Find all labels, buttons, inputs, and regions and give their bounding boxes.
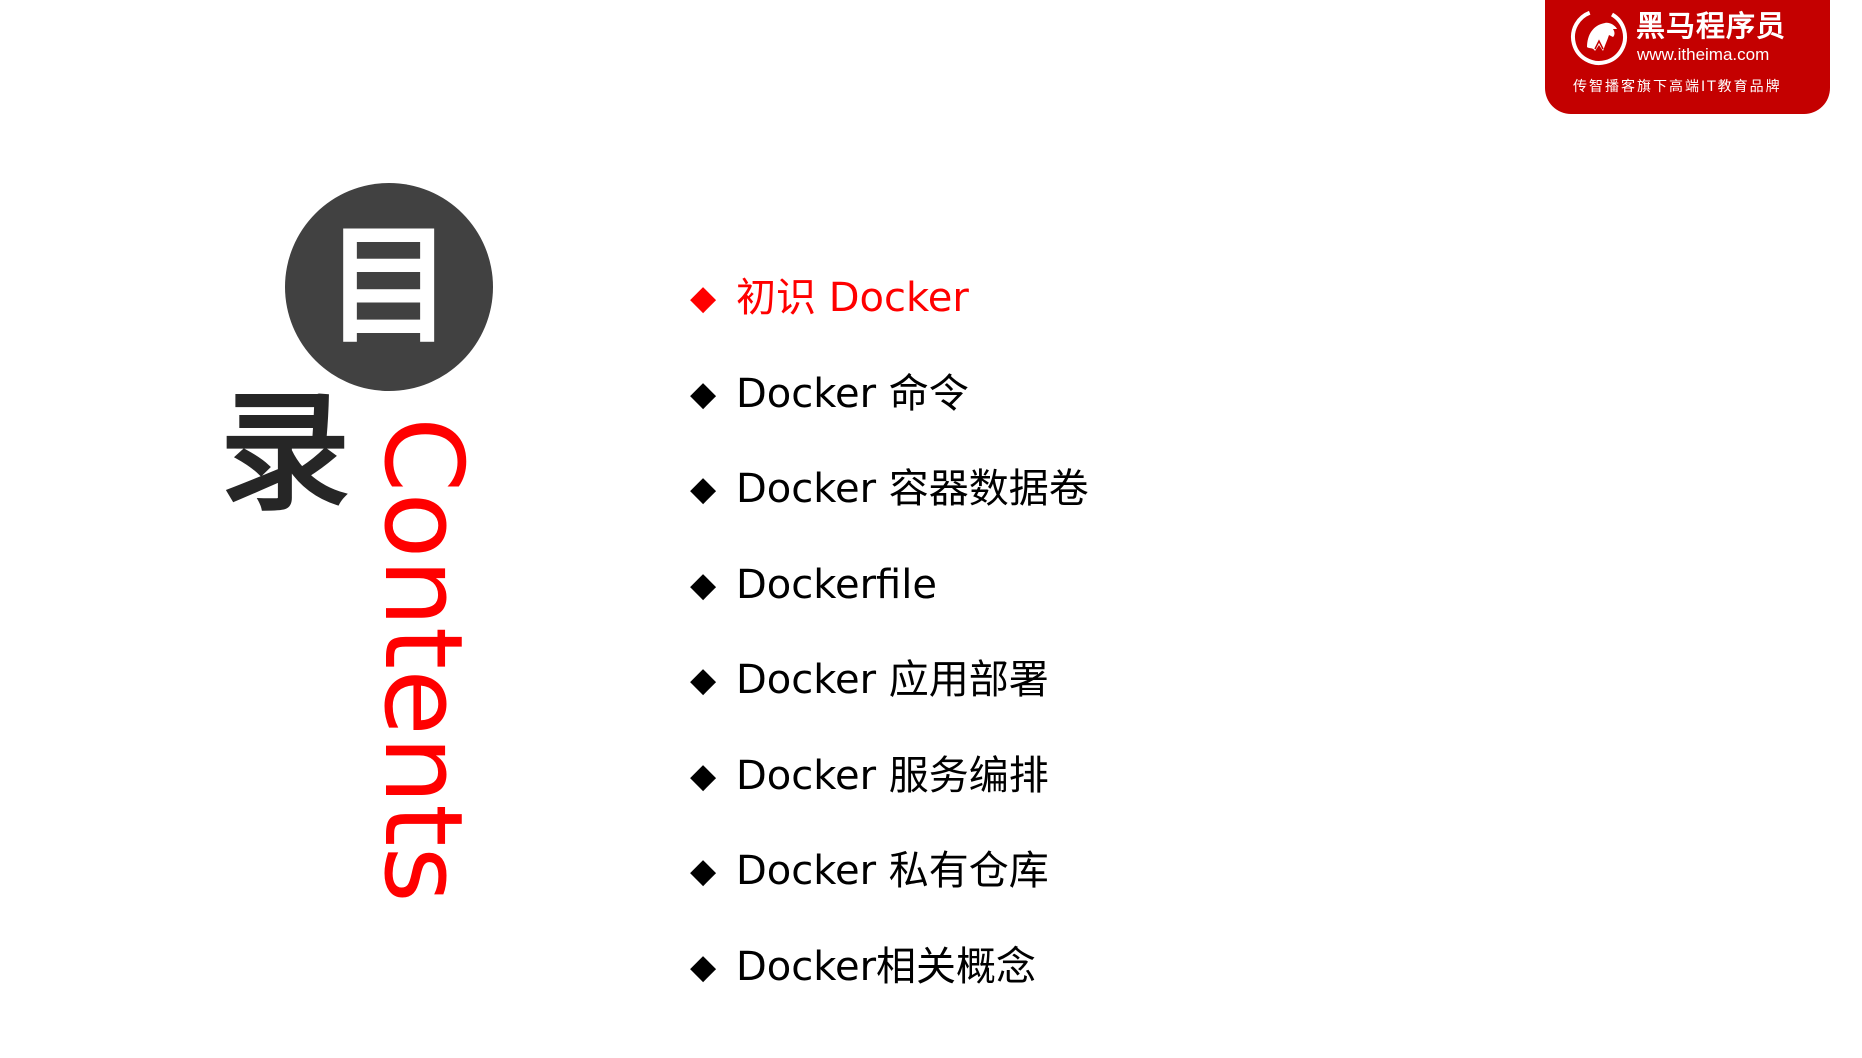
toc-item-label: Docker 应用部署 xyxy=(736,657,1049,703)
brand-slogan: 传智播客旗下高端IT教育品牌 xyxy=(1573,79,1782,95)
title-char-mu: 目 xyxy=(324,212,453,361)
toc-item-label: Docker相关概念 xyxy=(736,943,1037,990)
diamond-bullet-icon: ◆ xyxy=(690,373,717,414)
diamond-bullet-icon: ◆ xyxy=(690,946,717,987)
diamond-bullet-icon: ◆ xyxy=(690,755,717,796)
toc-item-dockerfile[interactable]: ◆ Dockerfile xyxy=(690,561,1089,657)
toc-item-label: Docker 命令 xyxy=(736,370,969,417)
diamond-bullet-icon: ◆ xyxy=(690,564,717,605)
title-circle: 目 xyxy=(285,183,493,391)
toc-item-docker-registry[interactable]: ◆ Docker 私有仓库 xyxy=(690,847,1089,943)
toc-item-docker-volumes[interactable]: ◆ Docker 容器数据卷 xyxy=(690,465,1089,561)
title-contents-vertical: Contents xyxy=(360,417,485,903)
toc-item-label: 初识 Docker xyxy=(736,275,969,321)
diamond-bullet-icon: ◆ xyxy=(690,851,717,891)
diamond-bullet-icon: ◆ xyxy=(690,469,717,509)
brand-url: www.itheima.com xyxy=(1637,45,1770,64)
horse-emblem-icon xyxy=(1571,9,1627,65)
diamond-bullet-icon: ◆ xyxy=(690,278,717,318)
toc-item-docker-deploy[interactable]: ◆ Docker 应用部署 xyxy=(690,656,1089,752)
toc-item-label: Docker 服务编排 xyxy=(736,752,1049,799)
toc-item-docker-commands[interactable]: ◆ Docker 命令 xyxy=(690,370,1089,466)
toc-list: ◆ 初识 Docker ◆ Docker 命令 ◆ Docker 容器数据卷 ◆… xyxy=(690,274,1089,1038)
diamond-bullet-icon: ◆ xyxy=(690,660,717,700)
toc-item-docker-compose[interactable]: ◆ Docker 服务编排 xyxy=(690,752,1089,848)
toc-item-label: Docker 容器数据卷 xyxy=(736,466,1089,512)
toc-item-docker-concepts[interactable]: ◆ Docker相关概念 xyxy=(690,943,1089,1039)
toc-item-label: Dockerfile xyxy=(736,561,937,608)
toc-item-label: Docker 私有仓库 xyxy=(736,848,1049,894)
title-char-lu: 录 xyxy=(220,377,351,529)
brand-name: 黑马程序员 xyxy=(1636,9,1787,43)
toc-item-intro-docker[interactable]: ◆ 初识 Docker xyxy=(690,274,1089,370)
brand-logo: 黑马程序员 www.itheima.com 传智播客旗下高端IT教育品牌 xyxy=(1545,0,1830,114)
